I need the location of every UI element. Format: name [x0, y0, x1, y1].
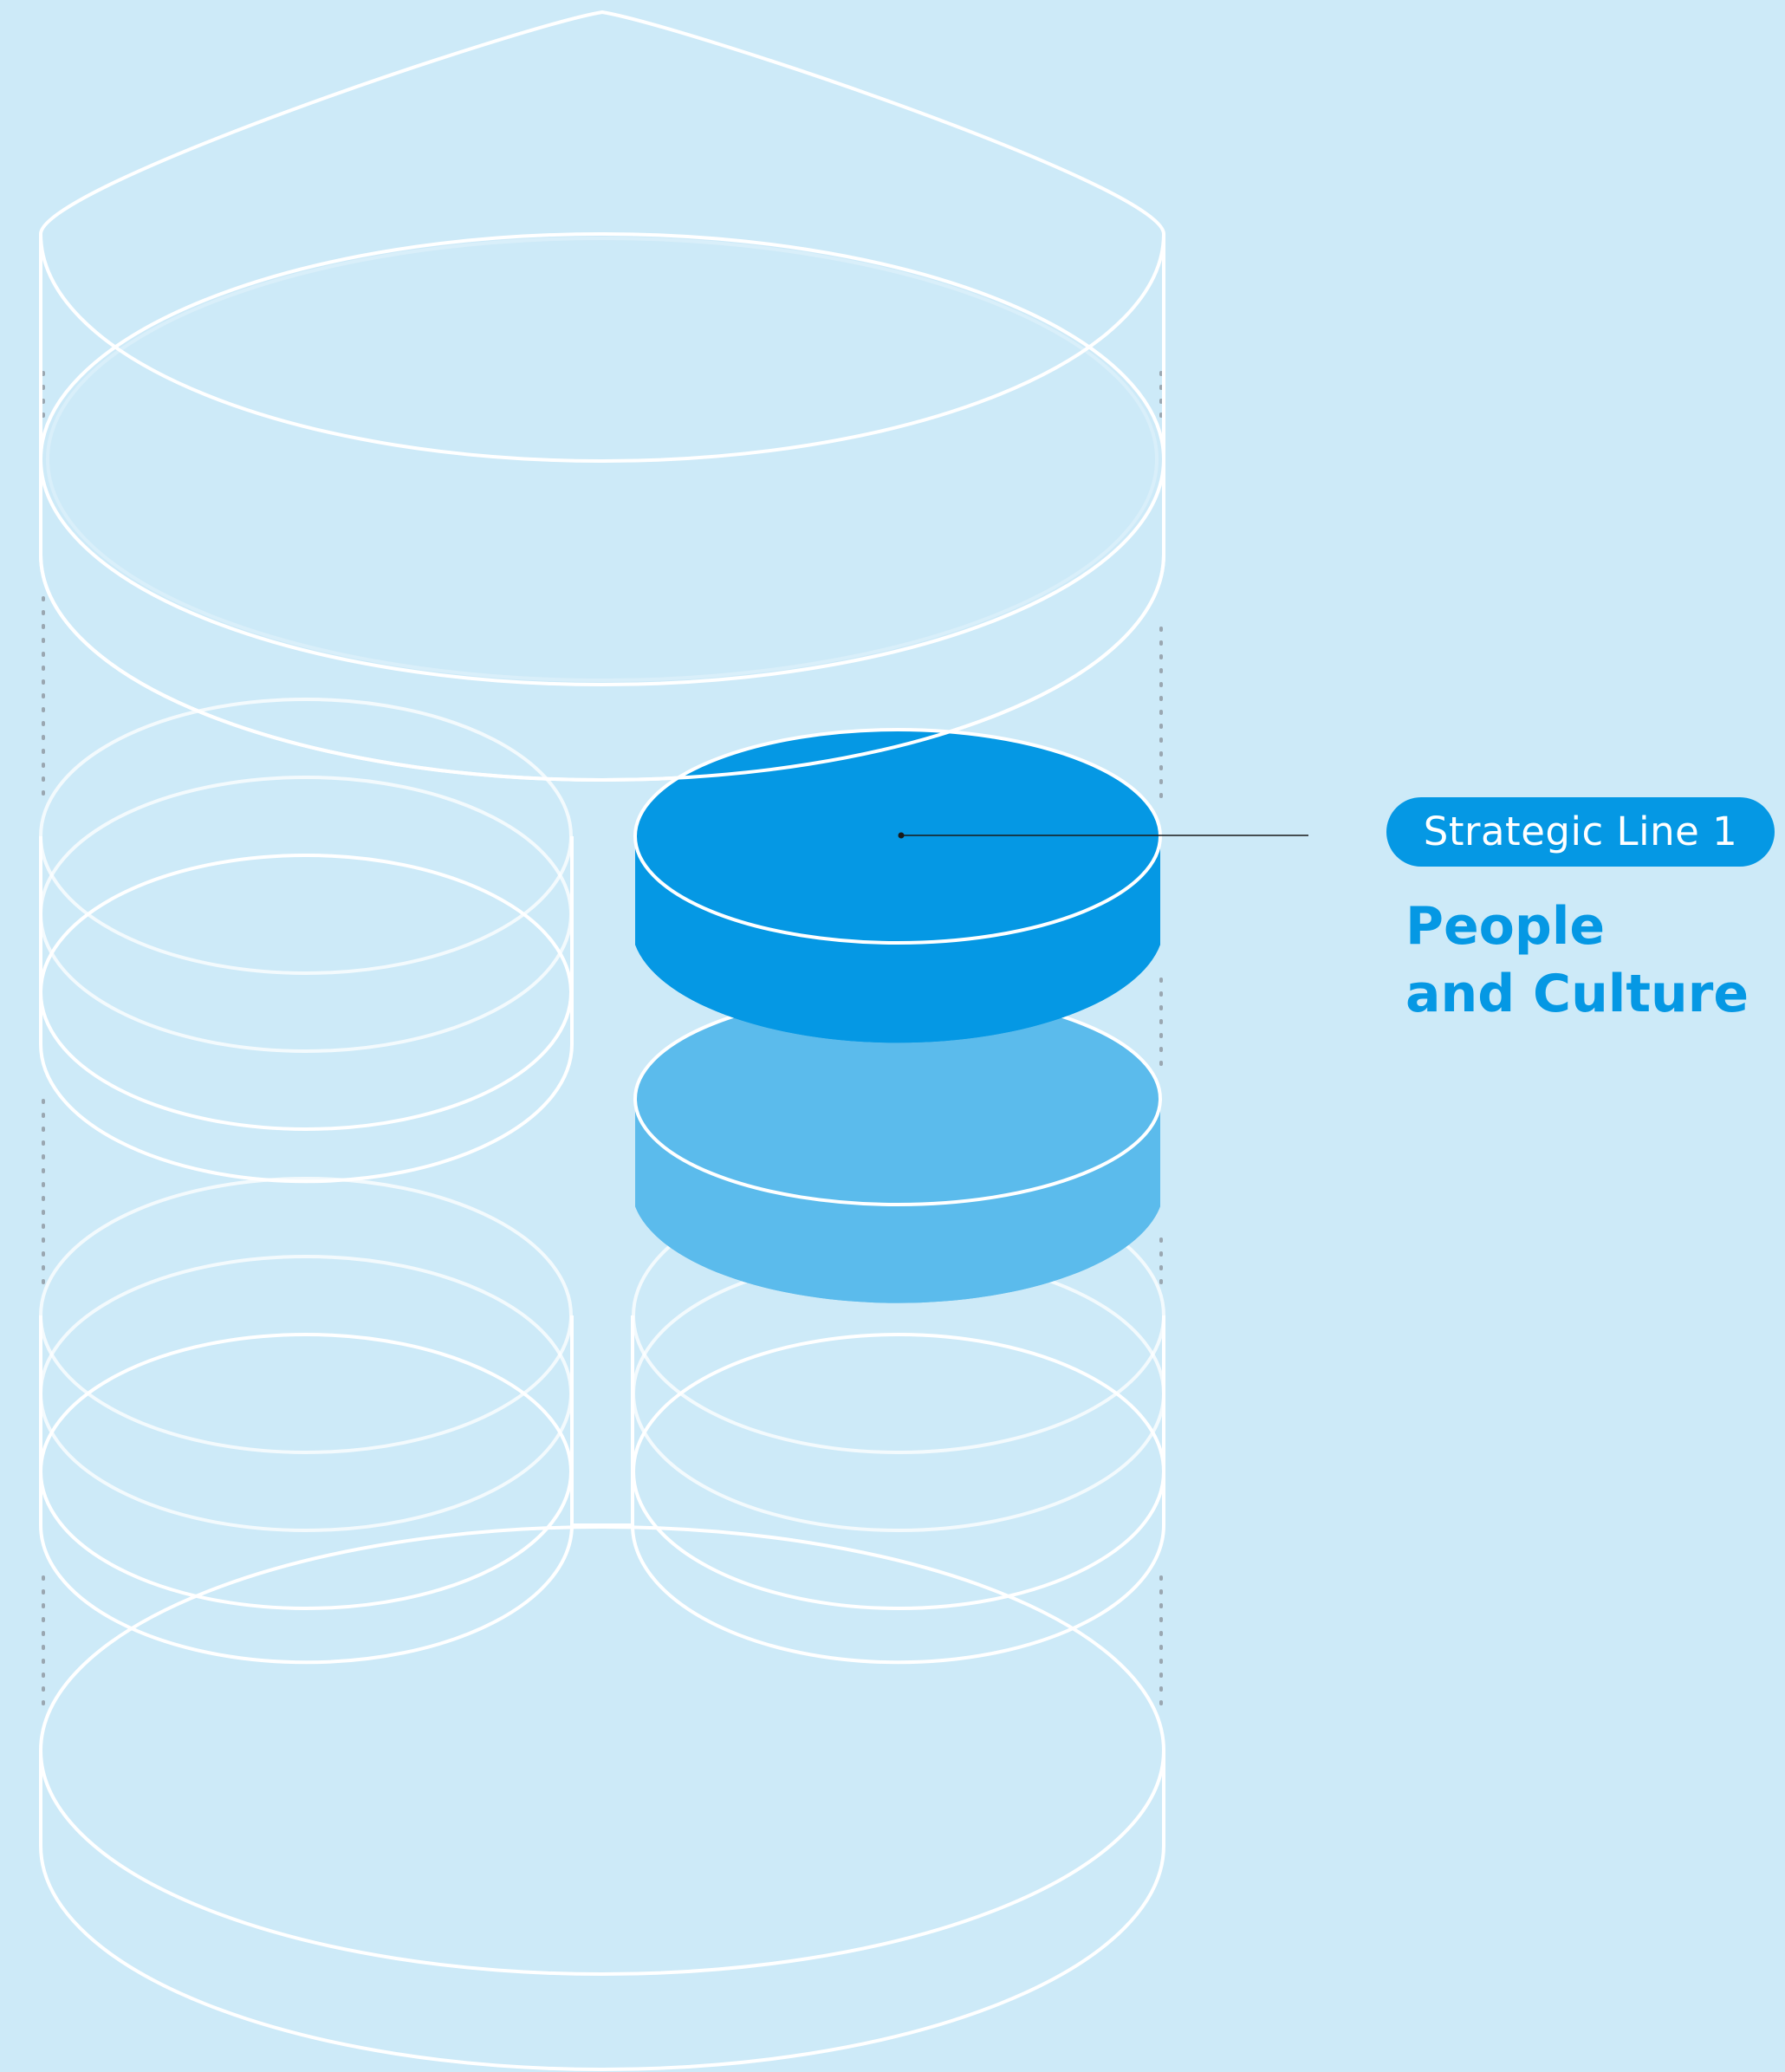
left-middle-stack [39, 698, 574, 1184]
top-cylinder-rim-overlay [39, 554, 1165, 782]
callout-title-line2: and Culture [1405, 964, 1749, 1024]
bottom-base-disc [39, 1525, 1165, 2071]
callout-title-line1: People [1405, 896, 1606, 957]
dotted-guides [42, 371, 1163, 1713]
callout-connector [898, 832, 1308, 839]
top-shield-face [38, 10, 1166, 463]
left-lower-stack [39, 1177, 574, 1665]
top-cylinder-group [38, 10, 1166, 782]
highlight-disc-primary [633, 728, 1162, 1043]
callout-title: People and Culture [1405, 893, 1749, 1028]
highlight-disc-secondary [633, 991, 1162, 1303]
strategic-line-badge: Strategic Line 1 [1386, 797, 1775, 867]
